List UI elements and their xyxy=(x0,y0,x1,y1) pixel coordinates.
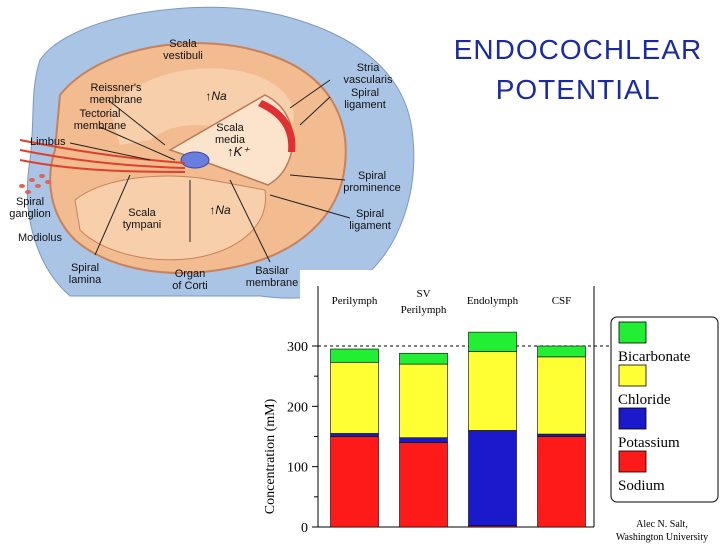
nerve-fiber-2 xyxy=(19,149,186,169)
y-tick-label-100: 100 xyxy=(287,461,308,476)
label-scala-media: Scala media xyxy=(215,122,245,146)
y-axis-label: Concentration (mM) xyxy=(263,398,278,514)
stria-vascularis-shape xyxy=(258,100,296,152)
y-tick-label-0: 0 xyxy=(301,521,308,536)
legend-label-bicarbonate: Bicarbonate xyxy=(618,349,691,365)
label-basilar-membrane: Basilar membrane xyxy=(245,265,299,289)
legend-box xyxy=(610,316,719,503)
legend-swatch-potassium xyxy=(618,407,647,430)
leader-lines xyxy=(69,79,351,263)
bar-chloride-1 xyxy=(399,363,448,439)
spiral-ganglion-cells xyxy=(19,174,51,194)
credit-line-0: Alec N. Salt, xyxy=(636,519,688,530)
chart-panel-background xyxy=(300,270,728,546)
organ-of-corti-shape xyxy=(180,151,210,169)
nerve-fiber-3 xyxy=(19,159,186,173)
bar-chloride-3 xyxy=(537,356,586,435)
label-spiral-lamina: Spiral lamina xyxy=(68,262,102,286)
label-ion-na-top: ↑Na xyxy=(205,89,227,103)
label-spiral-ligament-bottom: Spiral ligament xyxy=(349,208,391,232)
bar-potassium-0 xyxy=(330,433,379,437)
bar-chloride-0 xyxy=(330,361,379,434)
label-scala-tympani: Scala tympani xyxy=(122,207,162,231)
legend-label-chloride: Chloride xyxy=(618,392,671,408)
bar-chloride-2 xyxy=(468,351,517,431)
label-ion-k: ↑K⁺ xyxy=(226,144,250,159)
category-label-3: CSF xyxy=(552,295,572,307)
bar-potassium-1 xyxy=(399,437,448,443)
label-tectorial-membrane: Tectorial membrane xyxy=(73,108,127,132)
legend-swatch-sodium xyxy=(618,450,647,473)
bar-bicarbonate-3 xyxy=(537,345,586,358)
label-scala-vestibuli: Scala vestibuli xyxy=(163,38,203,62)
slide-title-line-1: ENDOCOCHLEAR xyxy=(453,34,703,65)
label-organ-of-corti: Organ of Corti xyxy=(172,268,208,292)
bar-sodium-3 xyxy=(537,436,586,528)
bar-bicarbonate-0 xyxy=(330,348,379,363)
bar-sodium-0 xyxy=(330,436,379,528)
slide-title: ENDOCOCHLEAR POTENTIAL xyxy=(428,30,728,110)
bar-sodium-1 xyxy=(399,442,448,528)
bar-bicarbonate-2 xyxy=(468,331,517,352)
bar-potassium-2 xyxy=(468,430,517,527)
legend-swatch-bicarbonate xyxy=(618,321,647,344)
label-reissners-membrane: Reissner's membrane xyxy=(89,82,143,106)
scala-tympani-region xyxy=(74,175,267,261)
label-spiral-ganglion: Spiral ganglion xyxy=(9,196,51,220)
label-modiolus: Modiolus xyxy=(18,232,63,244)
nerve-fiber-1 xyxy=(19,139,186,164)
bar-sodium-2 xyxy=(468,525,517,528)
y-tick-label-200: 200 xyxy=(287,400,308,415)
y-tick-label-300: 300 xyxy=(287,340,308,355)
category-label-2: Endolymph xyxy=(467,295,519,307)
credit-line-1: Washington University xyxy=(616,532,708,543)
label-ion-na-bottom: ↑Na xyxy=(209,203,231,217)
legend-swatch-chloride xyxy=(618,364,647,387)
label-spiral-ligament-top: Spiral ligament xyxy=(344,87,386,111)
label-limbus: Limbus xyxy=(30,136,66,148)
cochlea-diagram xyxy=(0,0,420,300)
label-spiral-prominence: Spiral prominence xyxy=(343,170,401,194)
category-label-1-1: Perilymph xyxy=(401,304,447,316)
label-stria-vascularis: Stria vascularis xyxy=(343,62,393,86)
bar-bicarbonate-1 xyxy=(399,352,448,365)
legend-label-sodium: Sodium xyxy=(618,478,665,494)
legend-label-potassium: Potassium xyxy=(618,435,680,451)
slide-title-line-2: POTENTIAL xyxy=(495,74,661,105)
bar-potassium-3 xyxy=(537,433,586,437)
